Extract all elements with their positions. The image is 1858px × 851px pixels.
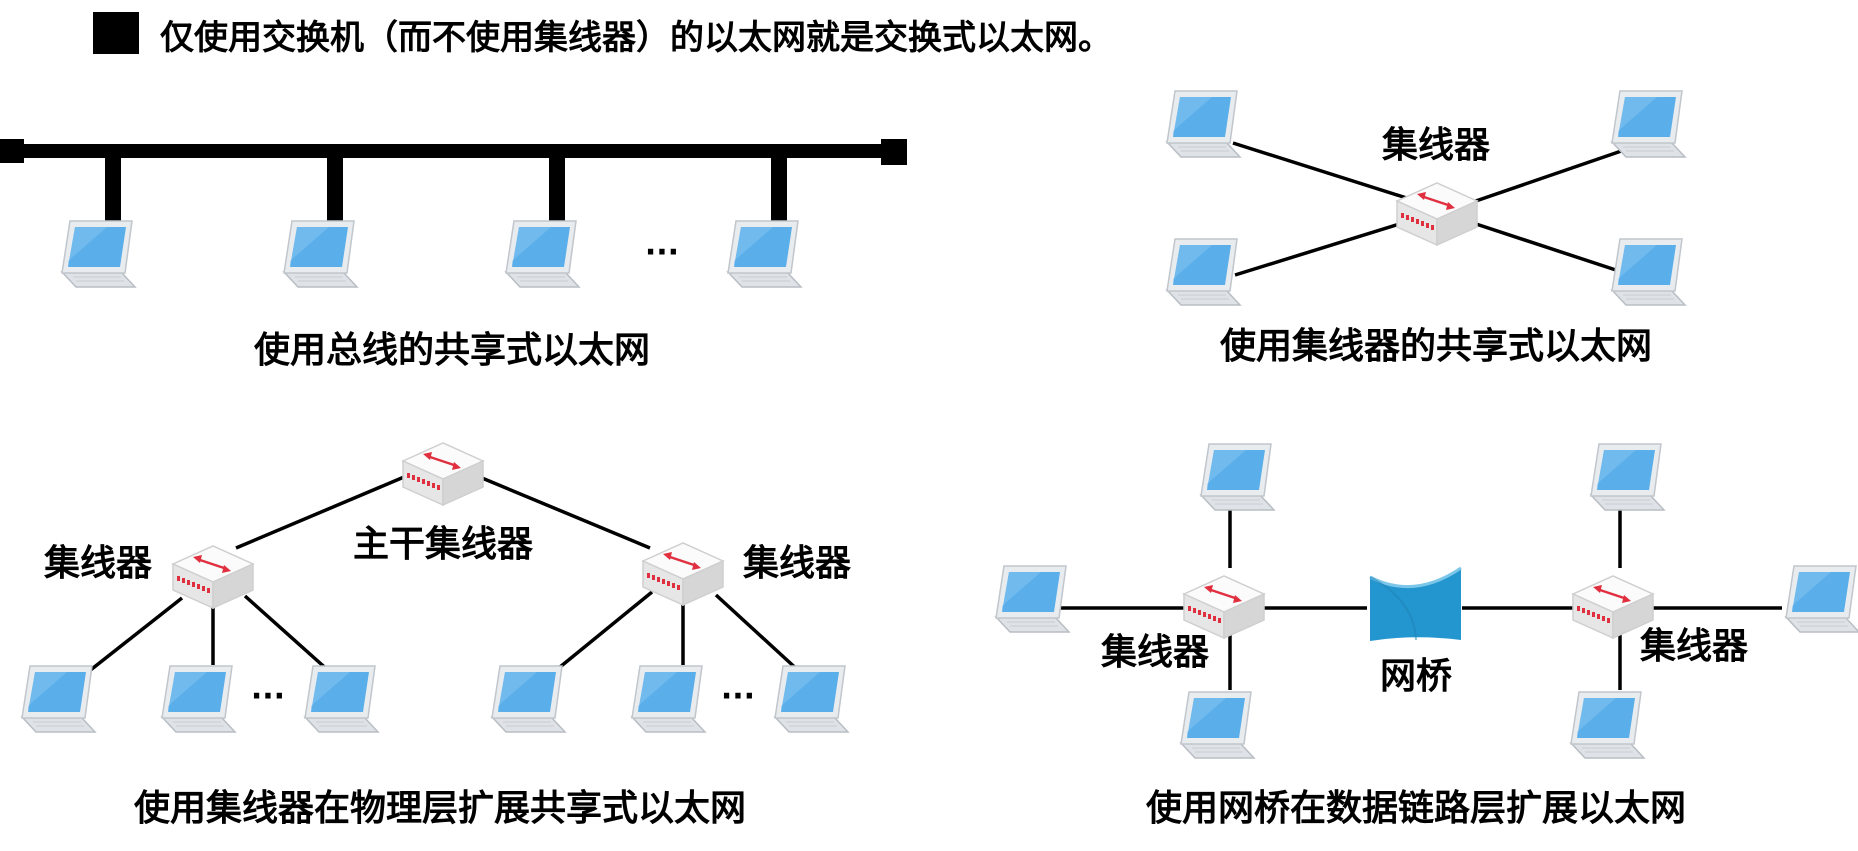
tree-laptop-3 bbox=[304, 665, 379, 733]
bus-drop-3 bbox=[549, 152, 565, 224]
bridge-icon bbox=[1369, 566, 1462, 641]
bridge-panel: 集线器 集线器 网桥 使用网桥在数据链路层扩展以太网 bbox=[995, 443, 1858, 829]
backbone-hub bbox=[401, 441, 485, 507]
star-laptop-bottom-right bbox=[1611, 238, 1686, 306]
bridge-right-hub-label: 集线器 bbox=[1639, 626, 1749, 667]
bus-laptop-1 bbox=[61, 220, 136, 288]
tree-left-ellipsis: ··· bbox=[251, 679, 285, 714]
bus-drop-4 bbox=[771, 152, 787, 224]
star-hub bbox=[1395, 181, 1479, 247]
bridge-laptop-far-left bbox=[995, 565, 1070, 633]
bridge-left-hub-label: 集线器 bbox=[1100, 632, 1210, 673]
hub-star-panel: 集线器 使用集线器的共享式以太网 bbox=[1166, 90, 1686, 367]
star-laptop-bottom-left bbox=[1166, 238, 1241, 306]
bus-caption: 使用总线的共享式以太网 bbox=[254, 330, 650, 371]
bridge-laptop-bottom-right bbox=[1570, 691, 1645, 759]
bus-terminator-right bbox=[881, 139, 907, 165]
bus-laptop-3 bbox=[505, 220, 580, 288]
tree-laptop-2 bbox=[161, 665, 236, 733]
tree-laptop-4 bbox=[491, 665, 566, 733]
backbone-hub-label: 主干集线器 bbox=[353, 524, 534, 565]
tree-laptop-1 bbox=[21, 665, 96, 733]
header-bullet bbox=[93, 12, 139, 54]
tree-right-hub bbox=[641, 541, 725, 607]
bus-panel: ··· 使用总线的共享式以太网 bbox=[0, 139, 907, 371]
bus-drop-1 bbox=[105, 152, 121, 224]
tree-left-hub bbox=[171, 544, 255, 610]
tree-laptop-6 bbox=[774, 665, 849, 733]
tree-caption: 使用集线器在物理层扩展共享式以太网 bbox=[134, 788, 746, 829]
bridge-laptop-far-right bbox=[1785, 565, 1858, 633]
bus-ellipsis: ··· bbox=[645, 235, 679, 270]
bridge-label: 网桥 bbox=[1380, 656, 1452, 697]
bus-laptop-2 bbox=[283, 220, 358, 288]
star-caption: 使用集线器的共享式以太网 bbox=[1220, 326, 1652, 367]
bridge-caption: 使用网桥在数据链路层扩展以太网 bbox=[1146, 788, 1686, 829]
tree-right-hub-label: 集线器 bbox=[742, 543, 852, 584]
bridge-laptop-bottom-left bbox=[1180, 691, 1255, 759]
tree-laptop-5 bbox=[631, 665, 706, 733]
bus-cable bbox=[0, 144, 906, 158]
bus-terminator-left bbox=[0, 139, 24, 163]
bridge-left-hub bbox=[1182, 574, 1266, 640]
bridge-laptop-top-left bbox=[1200, 443, 1275, 511]
star-laptop-top-left bbox=[1166, 90, 1241, 158]
page-title: 仅使用交换机（而不使用集线器）的以太网就是交换式以太网。 bbox=[160, 18, 1112, 58]
star-laptop-top-right bbox=[1611, 90, 1686, 158]
bus-drop-2 bbox=[327, 152, 343, 224]
tree-right-ellipsis: ··· bbox=[721, 679, 755, 714]
bus-laptop-4 bbox=[727, 220, 802, 288]
hub-tree-panel: 主干集线器 集线器 集线器 ··· ··· 使用集线器在物理层扩展共享式以太网 bbox=[21, 441, 852, 829]
tree-left-hub-label: 集线器 bbox=[43, 543, 153, 584]
bridge-laptop-top-right bbox=[1590, 443, 1665, 511]
star-hub-label: 集线器 bbox=[1381, 125, 1491, 166]
